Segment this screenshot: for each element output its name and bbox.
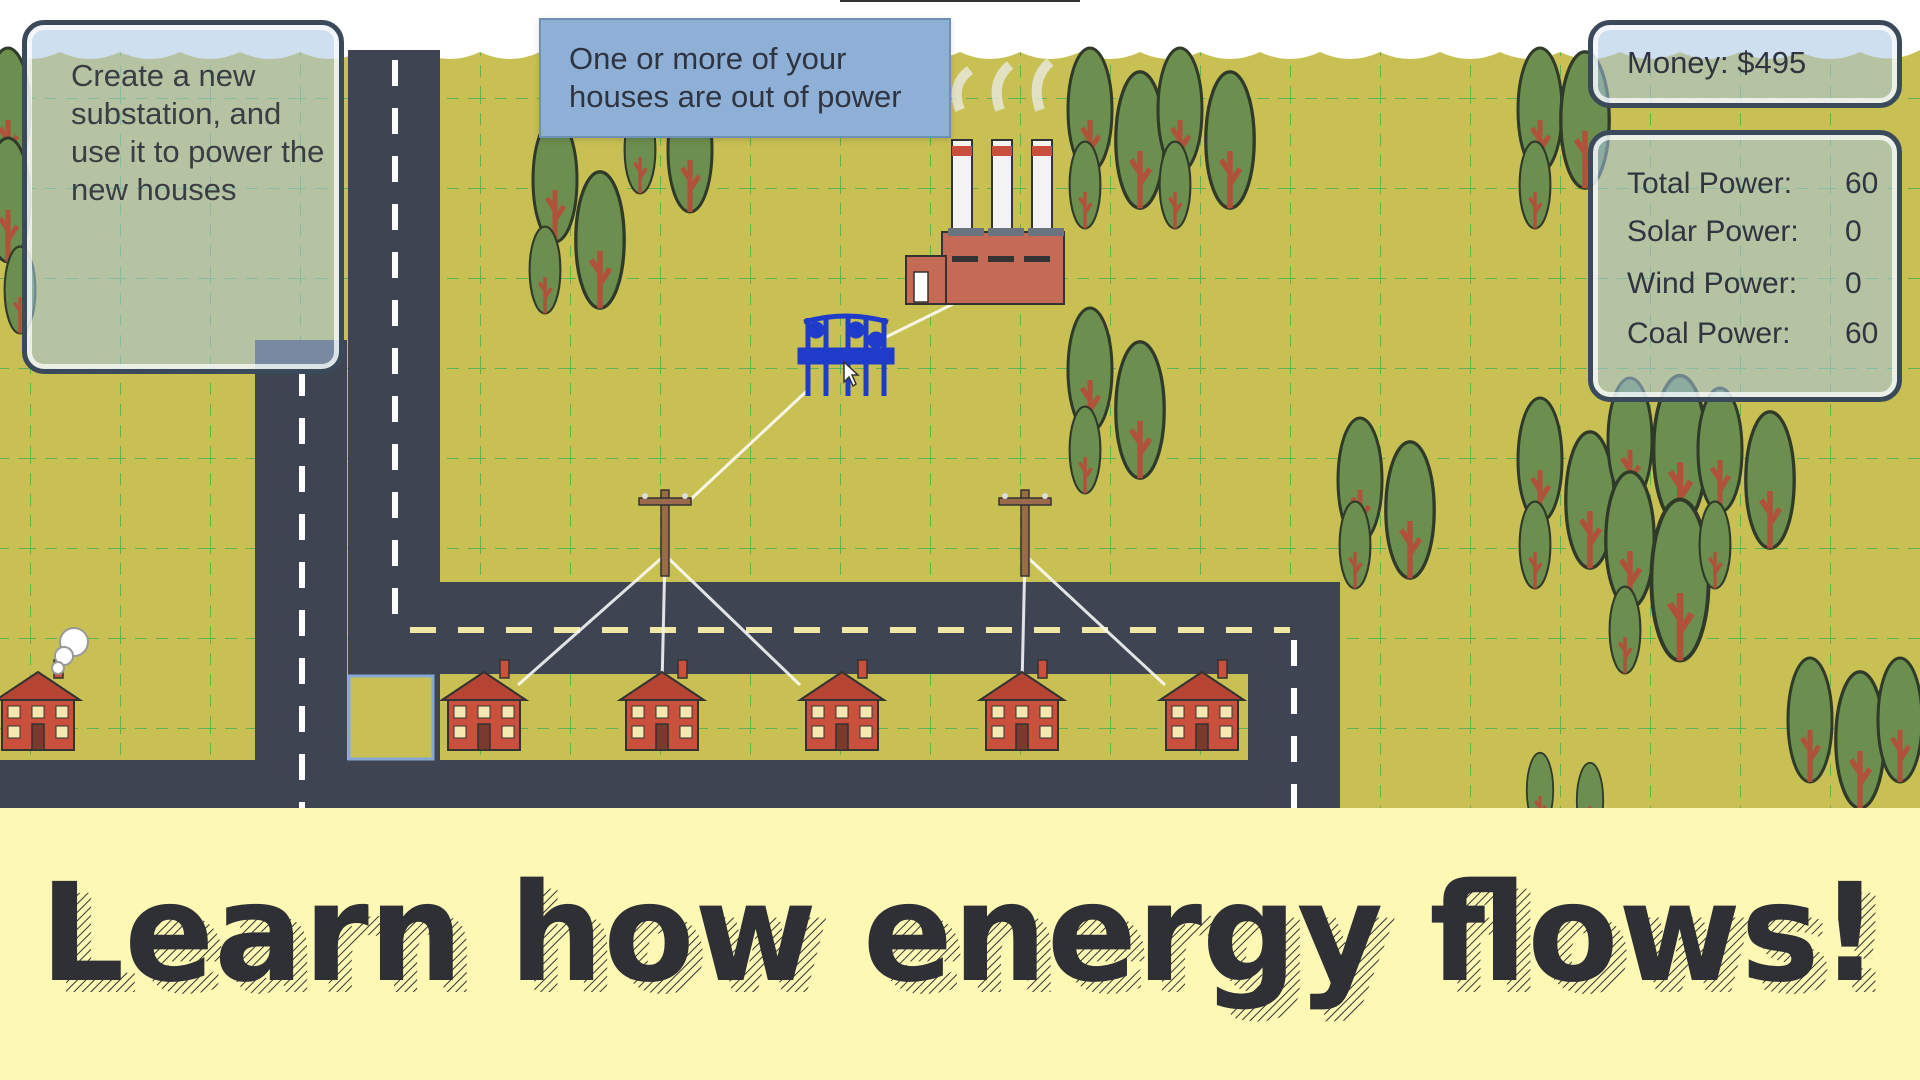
tree-icon [1564, 430, 1616, 570]
objective-text: Create a new substation, and use it to p… [71, 58, 325, 207]
stat-label: Coal Power: [1627, 317, 1791, 350]
forest [0, 46, 1920, 808]
tree-icon [1649, 497, 1711, 663]
total-power-row: Total Power: 60 [1627, 167, 1878, 201]
tree-icon [1516, 396, 1564, 524]
tagline-shadow: Learn how energy flows! [54, 870, 1894, 1025]
tree-icon [1338, 500, 1372, 590]
stat-value: 0 [1845, 267, 1862, 300]
tree-icon [1696, 386, 1744, 514]
house-icon[interactable] [976, 659, 1068, 751]
house-icon[interactable] [0, 659, 84, 751]
tree-icon [1834, 670, 1886, 808]
power-pole-icon[interactable] [998, 489, 1052, 577]
stat-label: Solar Power: [1627, 215, 1799, 248]
tree-icon [1608, 585, 1642, 675]
stat-value: 60 [1845, 167, 1879, 200]
mouse-cursor-icon [843, 360, 860, 388]
tree-icon [1876, 656, 1920, 784]
tree-icon [1114, 70, 1166, 210]
tagline: Learn how energy flows! Learn how energy… [40, 870, 1894, 1025]
wind-power-row: Wind Power: 0 [1627, 267, 1862, 301]
tree-icon [1518, 500, 1552, 590]
house-icon[interactable] [616, 659, 708, 751]
power-pole-icon[interactable] [638, 489, 692, 577]
money-panel: Money: $495 [1588, 20, 1902, 108]
tree-icon [1114, 340, 1166, 480]
top-edge-mark [840, 0, 1080, 2]
tree-icon [1786, 656, 1834, 784]
tree-icon [528, 225, 562, 315]
tree-icon [1068, 140, 1102, 230]
tree-icon [1204, 70, 1256, 210]
house-icon[interactable] [796, 659, 888, 751]
tree-icon [1384, 440, 1436, 580]
tree-icon [1744, 410, 1796, 550]
game-viewport[interactable]: Create a new substation, and use it to p… [0, 0, 1920, 808]
stat-label: Total Power: [1627, 167, 1793, 200]
tagline-text: Learn how energy flows! [40, 870, 1880, 1013]
chimney-smoke [51, 627, 89, 675]
money-text: Money: $495 [1627, 45, 1807, 80]
coal-power-row: Coal Power: 60 [1627, 317, 1878, 351]
tree-icon [1698, 500, 1732, 590]
tree-icon [1156, 46, 1204, 174]
power-stats-panel: Total Power: 60 Solar Power: 0 Wind Power:… [1588, 130, 1902, 402]
house-icon[interactable] [1156, 659, 1248, 751]
power-outage-alert: One or more of your houses are out of po… [539, 18, 951, 138]
tree-icon [1066, 306, 1114, 434]
tree-icon [574, 170, 626, 310]
objective-panel: Create a new substation, and use it to p… [22, 20, 344, 374]
stat-value: 60 [1845, 317, 1879, 350]
road-network [0, 50, 1340, 808]
tree-icon [1575, 761, 1605, 808]
stat-label: Wind Power: [1627, 267, 1798, 300]
tree-icon [1068, 405, 1102, 495]
alert-text: One or more of your houses are out of po… [569, 41, 902, 114]
tree-icon [1525, 751, 1555, 808]
road-markings [299, 60, 1297, 808]
substation-icon[interactable] [797, 313, 895, 396]
houses [0, 659, 1248, 751]
tree-icon [1518, 140, 1552, 230]
power-poles [638, 489, 1052, 577]
solar-power-row: Solar Power: 0 [1627, 215, 1862, 249]
house-icon[interactable] [438, 659, 530, 751]
cloud-border [0, 0, 1920, 59]
promo-banner [0, 808, 1920, 1080]
stat-value: 0 [1845, 215, 1862, 248]
tree-icon [1158, 140, 1192, 230]
coal-power-plant-icon[interactable] [905, 58, 1065, 305]
